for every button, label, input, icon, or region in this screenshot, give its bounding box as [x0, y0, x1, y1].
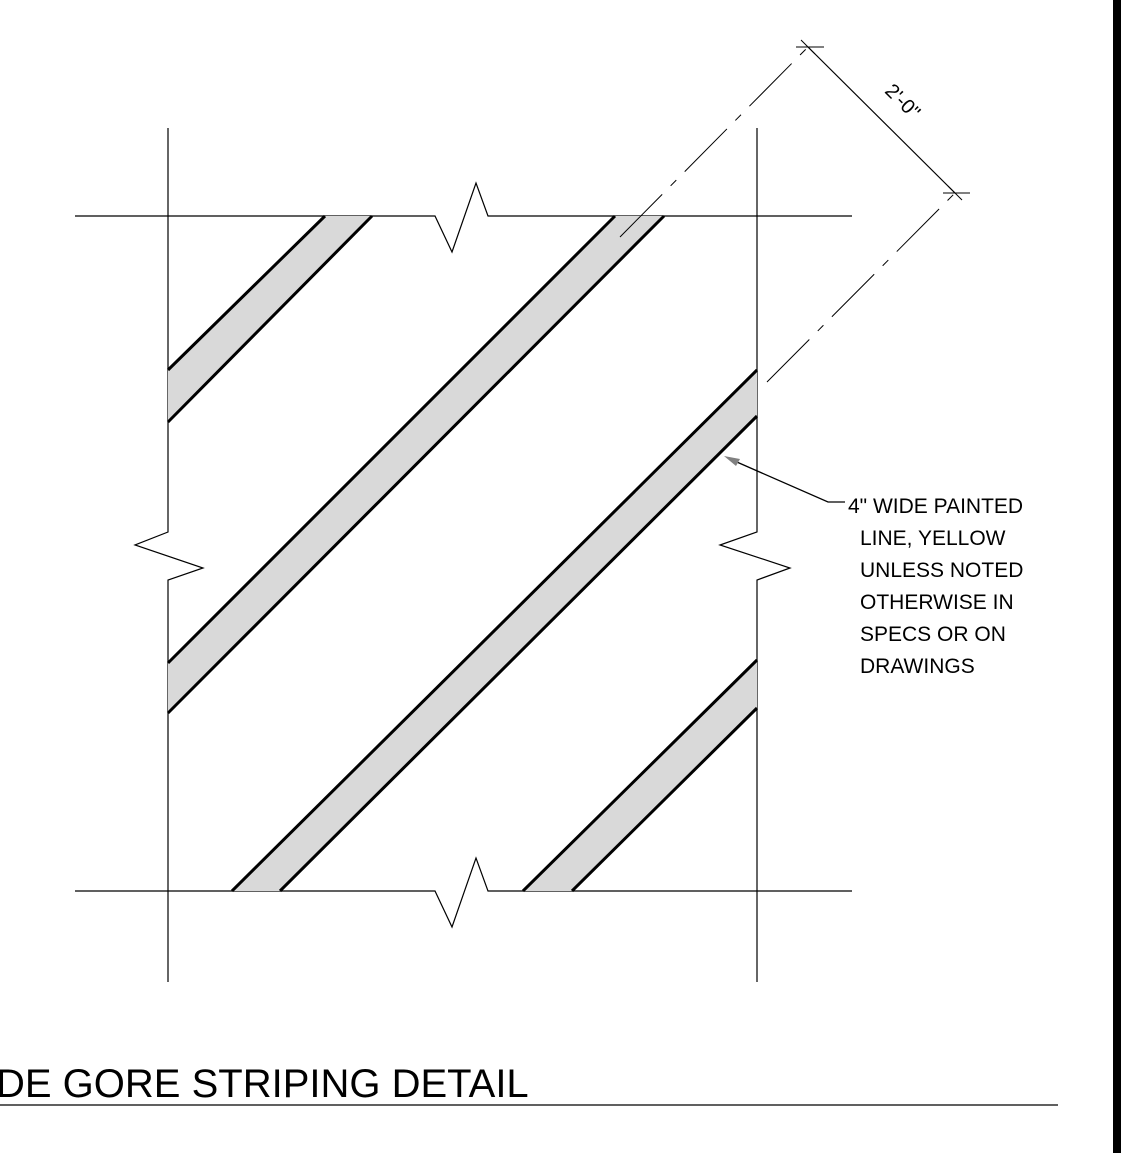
extension-line-lower: [766, 192, 956, 383]
stripe-2: [166, 214, 666, 715]
left-boundary-line: [133, 128, 205, 982]
callout-note: 4" WIDE PAINTED LINE, YELLOW UNLESS NOTE…: [848, 495, 1023, 678]
callout-line-3: UNLESS NOTED: [860, 559, 1023, 582]
bottom-boundary-line: [75, 856, 852, 929]
drawing-title: DE GORE STRIPING DETAIL: [0, 1062, 529, 1106]
top-boundary-line: [75, 181, 852, 254]
dimension-label: 2'-0": [880, 80, 924, 124]
stripe-4: [521, 658, 759, 893]
callout-line-2: LINE, YELLOW: [860, 527, 1006, 550]
callout-leader: [724, 456, 845, 503]
callout-line-4: OTHERWISE IN: [860, 591, 1014, 614]
stripe-1: [166, 214, 374, 424]
stripe-3: [230, 368, 759, 893]
extension-line-upper: [619, 46, 809, 238]
dimension-2ft: 2'-0": [796, 39, 970, 201]
callout-line-1: 4" WIDE PAINTED: [848, 495, 1023, 518]
callout-line-6: DRAWINGS: [860, 655, 975, 678]
sheet-border-right: [1113, 0, 1121, 1153]
callout-line-5: SPECS OR ON: [860, 623, 1006, 646]
right-boundary-line: [718, 128, 792, 982]
